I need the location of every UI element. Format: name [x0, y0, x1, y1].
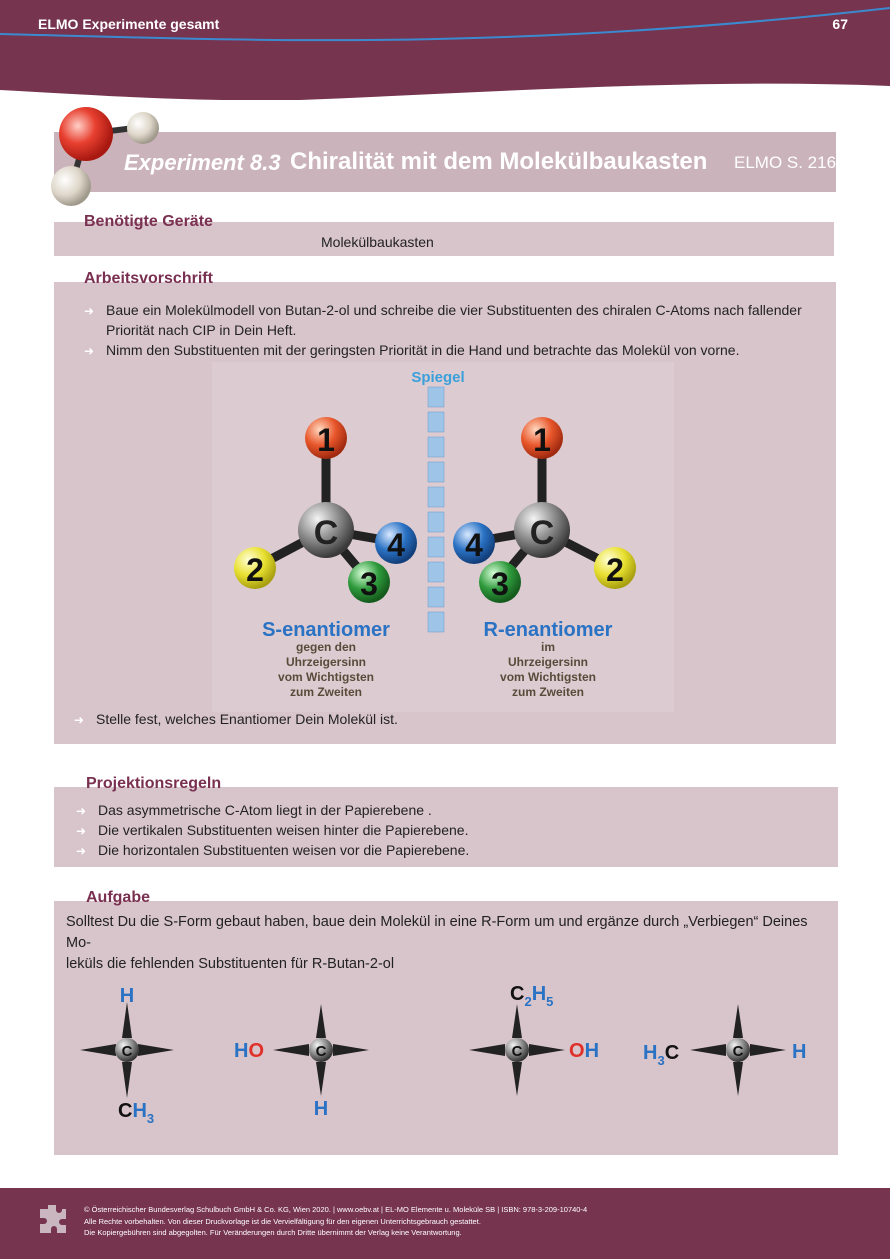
procedure-final-list: ➜Stelle fest, welches Enantiomer Dein Mo… [72, 709, 812, 729]
svg-text:zum Zweiten: zum Zweiten [512, 685, 584, 699]
task-box [54, 901, 838, 1155]
svg-text:H3C: H3C [643, 1042, 679, 1068]
svg-text:im: im [541, 640, 555, 654]
priority-2-atom [234, 547, 276, 589]
svg-text:vom Wichtigsten: vom Wichtigsten [500, 670, 596, 684]
priority-2-atom [594, 547, 636, 589]
experiment-title: Chiralität mit dem Molekülbaukasten [290, 148, 708, 175]
title-band [54, 132, 836, 192]
priority-4-atom [453, 522, 495, 564]
svg-text:4: 4 [387, 527, 405, 563]
projection-rule: ➜Das asymmetrische C-Atom liegt in der P… [74, 800, 814, 820]
carbon-atom [514, 502, 570, 558]
svg-text:3: 3 [491, 566, 509, 602]
projection-rule: ➜Die vertikalen Substituenten weisen hin… [74, 820, 814, 840]
priority-4-atom [375, 522, 417, 564]
fischer-projection-4: C H3C H [643, 1004, 806, 1096]
svg-text:OH: OH [569, 1040, 599, 1062]
equipment-heading: Benötigte Geräte [84, 213, 213, 230]
mirror-label: Spiegel [411, 369, 464, 386]
r-enantiomer-model: 4 C 1 2 3 [453, 417, 636, 603]
enantiomer-diagram: Spiegel 4 C 1 2 [212, 362, 674, 712]
s-enantiomer-label: S-enantiomer [262, 619, 390, 641]
procedure-step: ➜Baue ein Molekülmodell von Butan-2-ol u… [82, 300, 822, 320]
svg-text:C: C [530, 514, 555, 552]
procedure-step: ➜Stelle fest, welches Enantiomer Dein Mo… [72, 709, 812, 729]
svg-text:4: 4 [465, 527, 483, 563]
arrow-icon: ➜ [76, 844, 87, 858]
svg-text:3: 3 [360, 566, 378, 602]
priority-1-atom [521, 417, 563, 459]
svg-text:gegen den: gegen den [296, 640, 356, 654]
footer-bar [0, 1188, 890, 1259]
svg-text:H: H [314, 1098, 328, 1120]
fischer-projections: C H CH3 C HO H C [80, 983, 806, 1126]
header-bar [0, 0, 890, 100]
mirror-line [427, 386, 445, 633]
svg-text:C2H5: C2H5 [510, 983, 553, 1009]
svg-text:2: 2 [606, 552, 624, 588]
projection-heading: Projektionsregeln [86, 775, 222, 792]
fischer-projection-3: C C2H5 OH [469, 983, 599, 1096]
procedure-step: ➜Nimm den Substituenten mit der geringst… [82, 340, 822, 360]
procedure-list: ➜Baue ein Molekülmodell von Butan-2-ol u… [82, 300, 822, 360]
arrow-icon: ➜ [84, 304, 95, 318]
header-background [0, 0, 890, 100]
priority-3-atom [479, 561, 521, 603]
arrow-icon: ➜ [76, 824, 87, 838]
molecule-logo-icon [51, 107, 159, 206]
task-heading: Aufgabe [86, 889, 150, 906]
svg-text:C: C [512, 1043, 523, 1060]
arrow-icon: ➜ [74, 713, 85, 727]
experiment-number: 8.3 [250, 150, 281, 175]
projection-list: ➜Das asymmetrische C-Atom liegt in der P… [74, 800, 814, 860]
svg-text:C: C [316, 1043, 327, 1060]
priority-3-atom [348, 561, 390, 603]
fischer-projection-2: C HO H [234, 1004, 369, 1120]
equipment-item: Molekülbaukasten [321, 234, 434, 250]
svg-text:HO: HO [234, 1040, 264, 1062]
s-enantiomer-model: 4 C 1 2 3 [234, 417, 417, 603]
svg-text:C: C [733, 1043, 744, 1060]
carbon-atom [298, 502, 354, 558]
experiment-label: Experiment [124, 150, 244, 175]
header-title: ELMO Experimente gesamt [38, 16, 220, 32]
projection-rule: ➜Die horizontalen Substituenten weisen v… [74, 840, 814, 860]
task-text: Solltest Du die S-Form gebaut haben, bau… [66, 914, 808, 972]
svg-text:1: 1 [317, 422, 335, 458]
fischer-projection-1: C H CH3 [80, 985, 174, 1126]
svg-text:H: H [792, 1041, 806, 1063]
footer-text: © Österreichischer Bundesverlag Schulbuc… [84, 1205, 588, 1237]
puzzle-icon [40, 1205, 66, 1233]
arrow-icon: ➜ [84, 344, 95, 358]
svg-text:1: 1 [533, 422, 551, 458]
svg-text:CH3: CH3 [118, 1100, 154, 1126]
procedure-heading: Arbeitsvorschrift [84, 270, 213, 287]
svg-text:H: H [120, 985, 134, 1007]
svg-text:C: C [314, 514, 339, 552]
svg-text:Uhrzeigersinn: Uhrzeigersinn [508, 655, 588, 669]
svg-text:C: C [122, 1043, 133, 1060]
priority-1-atom [305, 417, 347, 459]
procedure-step-continuation: Priorität nach CIP in Dein Heft. [106, 322, 297, 338]
equipment-box [54, 222, 834, 256]
page-number: 67 [832, 16, 848, 32]
experiment-reference: ELMO S. 216 [734, 153, 837, 172]
projection-box [54, 787, 838, 867]
svg-text:2: 2 [246, 552, 264, 588]
svg-text:Uhrzeigersinn: Uhrzeigersinn [286, 655, 366, 669]
svg-text:vom Wichtigsten: vom Wichtigsten [278, 670, 374, 684]
svg-text:zum Zweiten: zum Zweiten [290, 685, 362, 699]
r-enantiomer-label: R-enantiomer [484, 619, 613, 641]
arrow-icon: ➜ [76, 804, 87, 818]
